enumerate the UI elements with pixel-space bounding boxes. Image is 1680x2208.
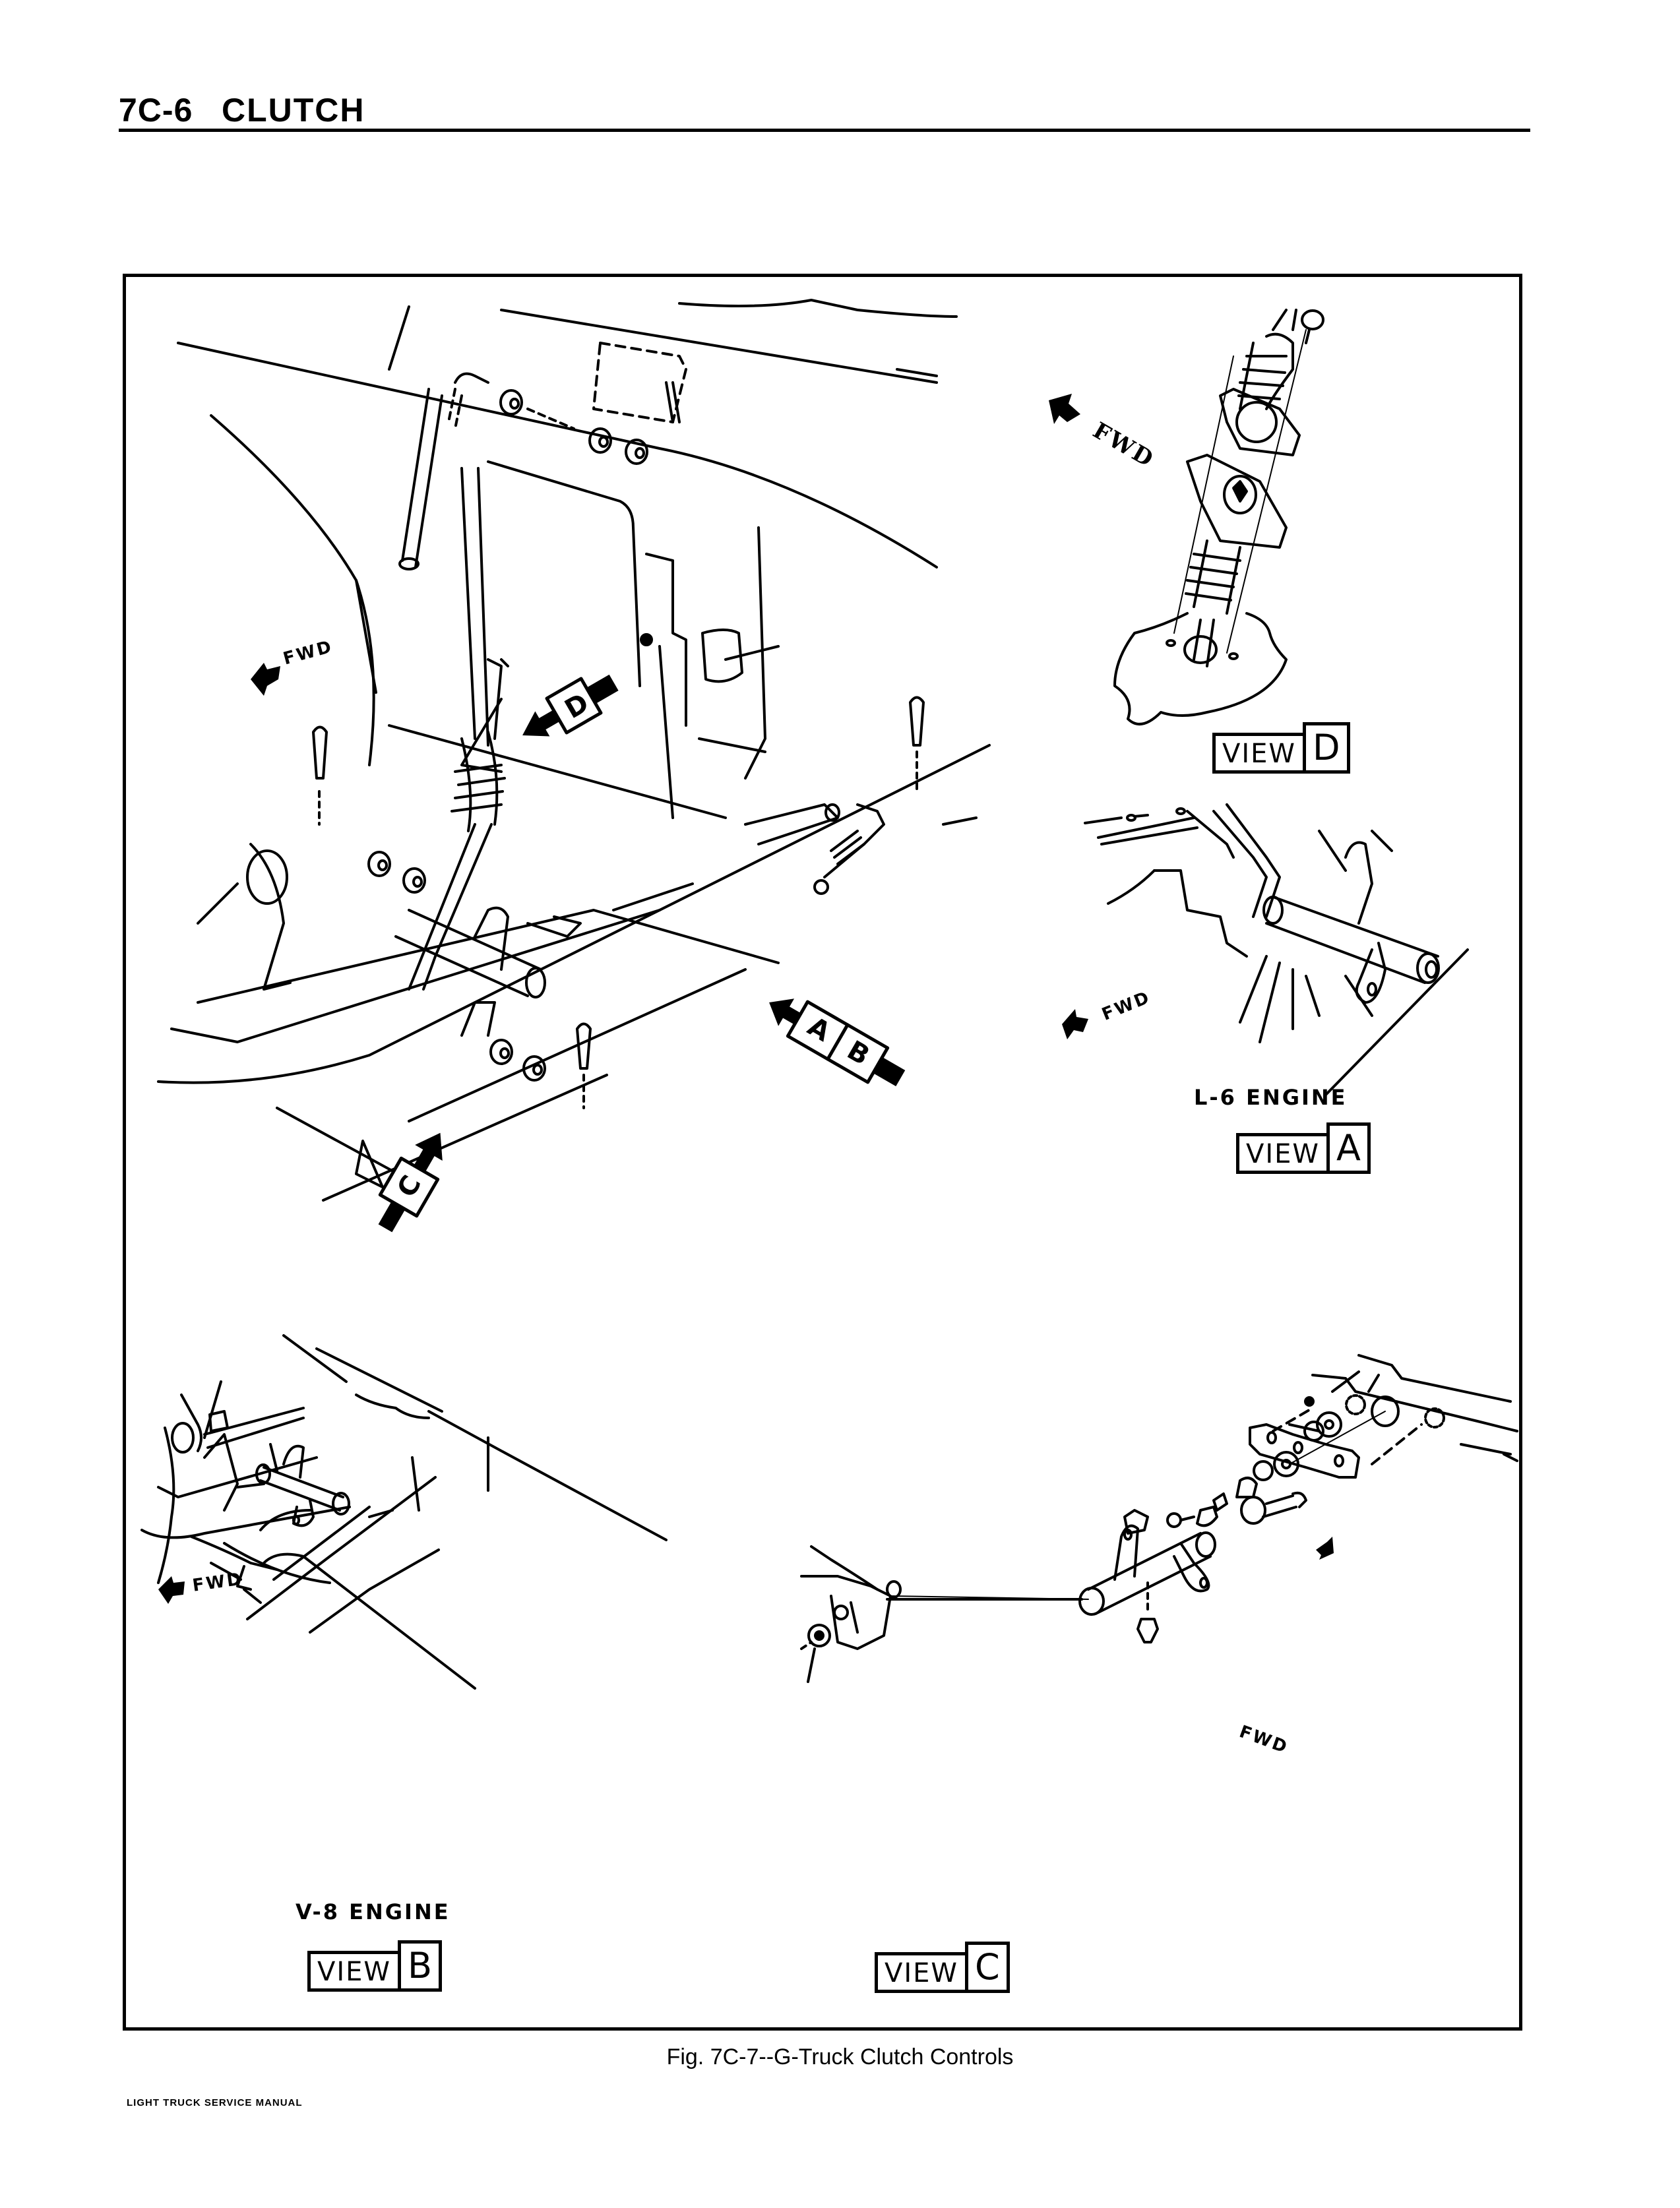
view-a-letter: A <box>1326 1122 1371 1174</box>
view-b-engine-label: V-8 ENGINE <box>296 1899 451 1924</box>
view-a-fwd-arrow-icon <box>1062 1009 1088 1039</box>
view-b-fwd-arrow-icon <box>158 1576 185 1604</box>
callout-c <box>378 1132 443 1233</box>
view-c-drawing <box>800 1354 1518 1683</box>
view-a-tag: VIEW A <box>1236 1122 1371 1174</box>
view-b-drawing <box>140 1334 668 1690</box>
main-view-drawing <box>157 299 991 1202</box>
view-a-word: VIEW <box>1236 1133 1326 1174</box>
section-number: 7C-6 <box>119 92 193 129</box>
view-c-word: VIEW <box>875 1952 965 1993</box>
view-b-tag: VIEW B <box>307 1940 443 1992</box>
figure-frame <box>123 274 1522 2031</box>
view-c-letter: C <box>964 1942 1010 1993</box>
view-d-tag: VIEW D <box>1212 722 1350 774</box>
view-d-drawing <box>1113 309 1324 725</box>
view-d-fwd-arrow-icon <box>1049 394 1080 424</box>
view-c-fwd-arrow-icon <box>1316 1537 1334 1560</box>
view-b-letter: B <box>397 1940 443 1992</box>
view-d-letter: D <box>1302 722 1350 774</box>
view-c-tag: VIEW C <box>875 1942 1010 1993</box>
header-rule <box>119 129 1530 132</box>
section-title: CLUTCH <box>222 92 365 129</box>
callout-d <box>522 674 619 737</box>
footer-text: LIGHT TRUCK SERVICE MANUAL <box>127 2097 303 2108</box>
view-a-drawing <box>1084 803 1469 1096</box>
callout-ab <box>769 998 906 1087</box>
view-a-engine-label: L-6 ENGINE <box>1194 1085 1348 1110</box>
main-fwd-arrow-icon <box>251 663 280 696</box>
figure-caption: Fig. 7C-7--G-Truck Clutch Controls <box>666 2044 1014 2070</box>
view-b-word: VIEW <box>307 1951 398 1992</box>
view-d-word: VIEW <box>1212 733 1303 774</box>
